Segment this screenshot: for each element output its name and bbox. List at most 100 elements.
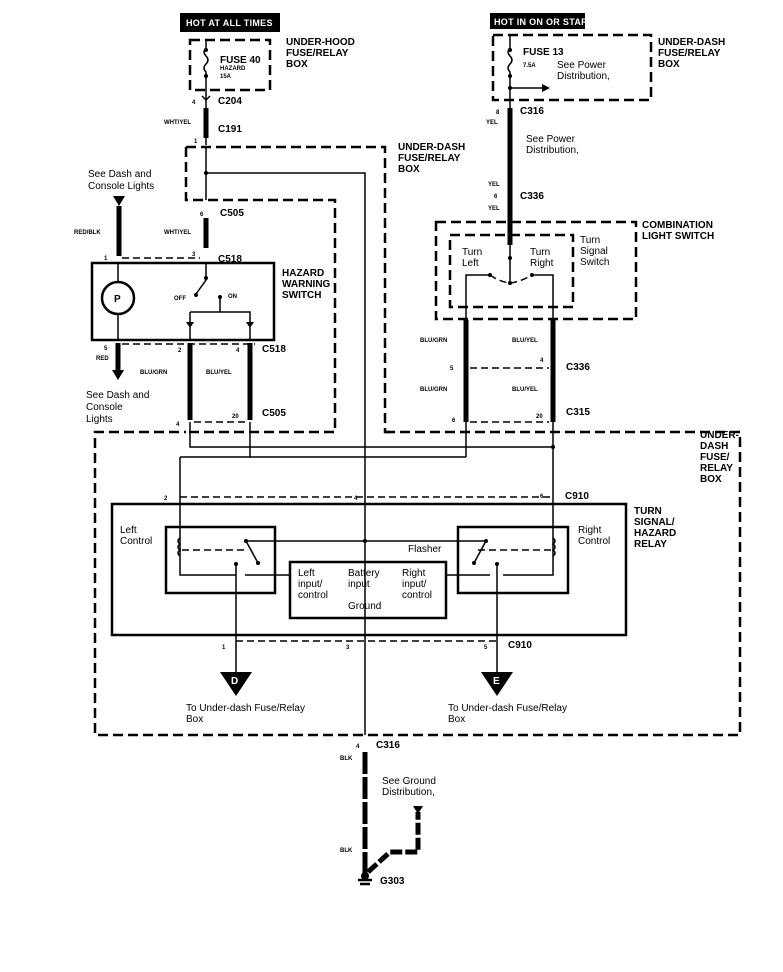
label-components-flasher_batt-1: input [348,579,370,590]
label-components-underdash_box_2-1: DASH [700,441,728,452]
label-components-turn_signal_switch-2: Switch [580,257,609,268]
label-fuses-left-rating: 15A [220,74,232,80]
marker-e-icon: E [481,672,513,696]
label-connectors-c505_bot: C505 [262,408,286,419]
label-notes-power_dist-1: Distribution, [526,145,579,156]
label-wires-yel_1: YEL [486,120,498,126]
label-components-flasher_left-2: control [298,590,328,601]
label-fuses-left-box-1: FUSE/RELAY [286,48,349,59]
label-components-relay-1: SIGNAL/ [634,517,675,528]
connector-c505: C505 [220,208,244,219]
turn-signal-switch [448,233,575,309]
underhood-box-label: UNDER-HOOD [286,37,355,48]
label-connectors-c336_mid: C336 [566,362,590,373]
label-pins-c505_top: 6 [200,212,204,218]
underdash-fuse-box-outline [491,33,653,102]
connector-c191: C191 [218,124,242,135]
label-components-flasher: Flasher [408,544,442,555]
connector-c518: C518 [218,254,242,265]
label-components-flasher_left-1: input/ [298,579,323,590]
hazard-warning-switch [90,261,276,342]
label-pins-c910_b3: 5 [484,645,488,651]
label-pins-c910_t1: 2 [164,496,168,502]
connector-c910: C910 [565,491,589,502]
label-pins-c336_r: 4 [540,358,544,364]
label-components-underdash_box_2-3: RELAY [700,463,733,474]
label-notes-to_box_d-1: Box [186,714,203,725]
label-components-flasher_batt-0: Battery [348,568,380,579]
right-control [456,525,570,595]
marker-d-icon: D [220,672,252,696]
label-pins-c505_bot_r: 20 [232,414,239,420]
label-components-hazard_on: ON [228,294,237,300]
label-components-combination_switch-1: LIGHT SWITCH [642,231,714,242]
label-notes-marker_e: E [493,676,500,687]
connector-c316: C316 [520,106,544,117]
label-pins-c315_r: 20 [536,414,543,420]
label-components-underdash_box_1-2: BOX [398,164,420,175]
label-components-underdash_box_1-1: FUSE/RELAY [398,153,461,164]
hot-at-all-times-label: HOT AT ALL TIMES [180,13,280,32]
label-fuses-right-name: FUSE 13 [523,47,564,58]
label-components-right_control-0: Right [578,525,602,536]
label-fuses-right-note-1: Distribution, [557,71,610,82]
underhood-box-outline [188,38,272,92]
label-components-combination_switch-0: COMBINATION [642,220,713,231]
label-wires-yel_2: YEL [488,182,500,188]
turn-signal-hazard-relay [110,502,628,637]
label-pins-c336_l: 5 [450,366,454,372]
label-wires-red: RED [96,356,109,362]
label-pins-c204: 4 [192,100,196,106]
label-notes-dash_lights_bot-1: Console [86,402,123,413]
label-fuses-left-desc: HAZARD [220,66,246,72]
ground-g303-icon [358,872,372,886]
label-wires-blu_yel_r2: BLU/YEL [512,387,538,393]
label-fuses-left-name: FUSE 40 [220,55,261,66]
label-components-flasher_right-2: control [402,590,432,601]
label-components-hazard_switch-0: HAZARD [282,268,324,279]
label-components-turn_right-0: Turn [530,247,550,258]
label-wires-blk_1: BLK [340,756,353,762]
underdash-box-2-outline [93,430,742,737]
ground-g303-label: G303 [380,876,405,887]
label-notes-dash_lights_top-0: See Dash and [88,169,151,180]
label-pins-c315_l: 6 [452,418,456,424]
label-pins-c316_bot: 4 [356,744,360,750]
label-components-flasher_right-1: input/ [402,579,427,590]
label-notes-to_box_d-0: To Under-dash Fuse/Relay [186,703,305,714]
label-power_labels-left: HOT AT ALL TIMES [186,18,273,28]
label-pins-c910_b2: 3 [346,645,350,651]
label-connectors-c518_bot: C518 [262,344,286,355]
label-wires-blu_grn_l: BLU/GRN [140,370,167,376]
label-pins-c910_t3: 6 [540,494,544,500]
label-components-underdash_box_1-0: UNDER-DASH [398,142,465,153]
connector-c315: C315 [566,407,590,418]
label-notes-dash_lights_top-1: Console Lights [88,181,154,192]
flasher [288,560,448,620]
left-control [164,525,277,595]
label-pins-c518_right: 3 [192,252,196,258]
label-pins-c518_bot_l: 5 [104,346,108,352]
label-components-turn_signal_switch-0: Turn [580,235,600,246]
label-components-turn_right-1: Right [530,258,554,269]
label-connectors-c910_bot: C910 [508,640,532,651]
label-wires-yel_3: YEL [488,206,500,212]
label-components-turn_left-0: Turn [462,247,482,258]
label-power_labels-right: HOT IN ON OR START [494,17,594,27]
connector-c204: C204 [218,96,242,107]
label-notes-dash_lights_bot-0: See Dash and [86,390,149,401]
label-notes-ground_dist-0: See Ground [382,776,436,787]
label-components-right_control-1: Control [578,536,610,547]
label-components-relay-2: HAZARD [634,528,676,539]
label-components-hazard_switch-1: WARNING [282,279,331,290]
label-fuses-left-box-2: BOX [286,59,308,70]
label-notes-power_dist-0: See Power [526,134,576,145]
label-components-relay-0: TURN [634,506,662,517]
label-notes-to_box_e-1: Box [448,714,465,725]
label-notes-dash_lights_bot-2: Lights [86,414,113,425]
label-fuses-right-box-2: BOX [658,59,680,70]
label-pins-c505_bot_l: 4 [176,422,180,428]
label-fuses-right-box-0: UNDER-DASH [658,37,725,48]
label-pins-c191: 1 [194,139,198,145]
